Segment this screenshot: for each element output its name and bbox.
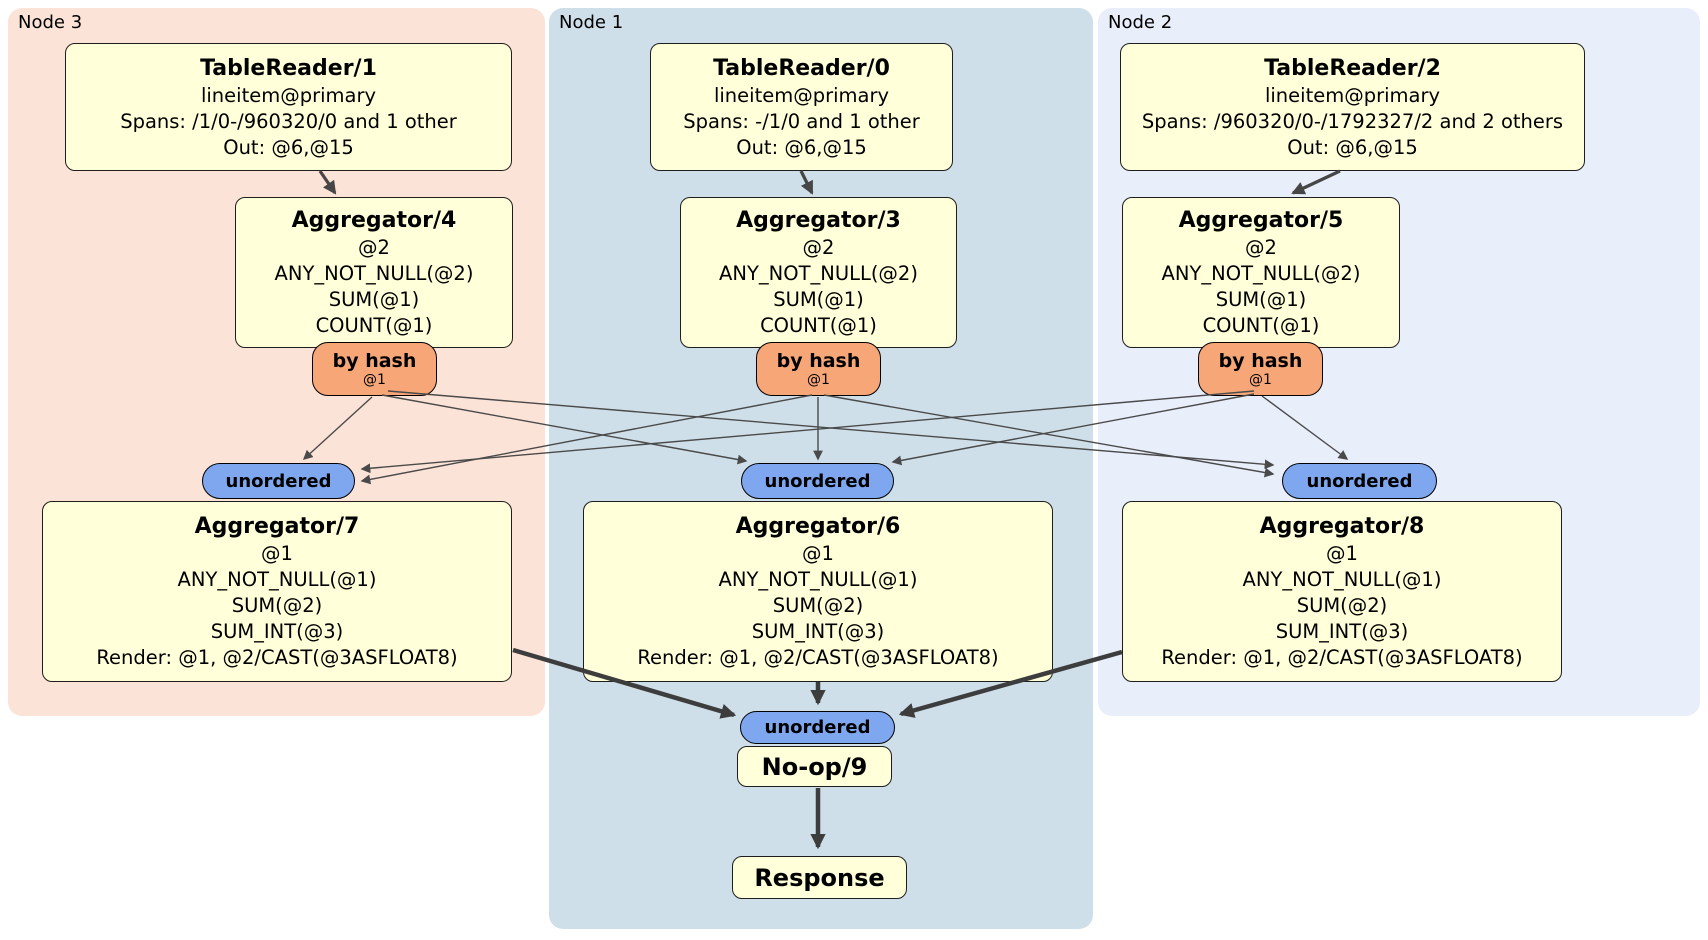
processor-detail-line: ANY_NOT_NULL(@1) <box>718 568 918 591</box>
processor-detail-line: COUNT(@1) <box>315 314 433 337</box>
processor-title: Aggregator/3 <box>736 208 901 233</box>
processor-aggregator-3: Aggregator/3 @2 ANY_NOT_NULL(@2) SUM(@1)… <box>680 197 957 348</box>
processor-detail-line: @1 <box>802 542 834 565</box>
processor-detail-line: Render: @1, @2/CAST(@3ASFLOAT8) <box>96 646 458 669</box>
processor-detail-line: SUM_INT(@3) <box>1275 620 1409 643</box>
router-by-hash-node3: by hash @1 <box>312 342 437 396</box>
processor-tablereader-1: TableReader/1 lineitem@primary Spans: /1… <box>65 43 512 171</box>
processor-response: Response <box>732 856 907 899</box>
processor-detail-line: @1 <box>1326 542 1358 565</box>
processor-detail-line: @1 <box>261 542 293 565</box>
processor-detail-line: SUM(@1) <box>1215 288 1307 311</box>
node3-region-label: Node 3 <box>18 12 83 33</box>
by-hash-stream-key: @1 <box>1249 371 1272 388</box>
processor-title: Aggregator/7 <box>194 514 360 539</box>
processor-detail-line: COUNT(@1) <box>1202 314 1320 337</box>
processor-detail-line: ANY_NOT_NULL(@1) <box>177 568 377 591</box>
router-by-hash-node1: by hash @1 <box>756 342 881 396</box>
processor-detail-line: @2 <box>1245 236 1277 259</box>
processor-title: Aggregator/6 <box>735 514 901 539</box>
processor-detail-line: SUM(@1) <box>773 288 864 311</box>
processor-tablereader-0: TableReader/0 lineitem@primary Spans: -/… <box>650 43 953 171</box>
processor-title: No-op/9 <box>761 752 868 781</box>
router-by-hash-node2: by hash @1 <box>1198 342 1323 396</box>
processor-title: Response <box>754 863 885 892</box>
processor-detail-line: ANY_NOT_NULL(@2) <box>274 262 474 285</box>
processor-detail-line: Spans: /960320/0-/1792327/2 and 2 others <box>1141 109 1564 133</box>
processor-tablereader-2: TableReader/2 lineitem@primary Spans: /9… <box>1120 43 1585 171</box>
processor-detail-line: SUM(@2) <box>231 594 323 617</box>
processor-detail-line: @2 <box>358 236 390 259</box>
processor-aggregator-8: Aggregator/8 @1 ANY_NOT_NULL(@1) SUM(@2)… <box>1122 501 1562 682</box>
processor-detail-line: @2 <box>802 236 835 259</box>
processor-title: TableReader/0 <box>713 55 890 81</box>
processor-title: Aggregator/8 <box>1259 514 1425 539</box>
processor-detail-line: Render: @1, @2/CAST(@3ASFLOAT8) <box>1161 646 1523 669</box>
sync-unordered-final: unordered <box>740 711 895 744</box>
processor-detail-line: Out: @6,@15 <box>736 135 867 159</box>
sync-unordered-node2: unordered <box>1282 463 1437 499</box>
processor-title: TableReader/1 <box>200 55 377 81</box>
processor-detail-line: SUM(@2) <box>1296 594 1388 617</box>
processor-detail-line: SUM_INT(@3) <box>751 620 885 643</box>
processor-detail-line: Spans: /1/0-/960320/0 and 1 other <box>120 109 457 133</box>
processor-detail-line: lineitem@primary <box>713 83 890 107</box>
node2-region-label: Node 2 <box>1108 12 1173 33</box>
processor-detail-line: Out: @6,@15 <box>1287 135 1418 159</box>
processor-detail-line: ANY_NOT_NULL(@2) <box>719 262 918 285</box>
processor-aggregator-7: Aggregator/7 @1 ANY_NOT_NULL(@1) SUM(@2)… <box>42 501 512 682</box>
processor-detail-line: ANY_NOT_NULL(@1) <box>1242 568 1442 591</box>
processor-detail-line: lineitem@primary <box>200 83 377 107</box>
processor-detail-line: SUM(@2) <box>772 594 864 617</box>
node1-region-label: Node 1 <box>559 12 624 33</box>
by-hash-label: by hash <box>1218 349 1303 372</box>
processor-detail-line: SUM_INT(@3) <box>210 620 344 643</box>
processor-title: Aggregator/4 <box>291 208 457 233</box>
processor-detail-line: COUNT(@1) <box>760 314 877 337</box>
processor-title: Aggregator/5 <box>1178 208 1344 233</box>
processor-detail-line: Out: @6,@15 <box>223 135 354 159</box>
processor-detail-line: ANY_NOT_NULL(@2) <box>1161 262 1361 285</box>
processor-title: TableReader/2 <box>1264 55 1441 81</box>
processor-noop-9: No-op/9 <box>737 746 892 787</box>
processor-detail-line: Spans: -/1/0 and 1 other <box>683 109 920 133</box>
by-hash-stream-key: @1 <box>807 371 830 388</box>
processor-detail-line: Render: @1, @2/CAST(@3ASFLOAT8) <box>637 646 999 669</box>
sync-unordered-node1: unordered <box>741 463 894 499</box>
by-hash-label: by hash <box>332 349 417 372</box>
processor-aggregator-6: Aggregator/6 @1 ANY_NOT_NULL(@1) SUM(@2)… <box>583 501 1053 682</box>
by-hash-label: by hash <box>776 349 861 372</box>
by-hash-stream-key: @1 <box>363 371 386 388</box>
processor-aggregator-5: Aggregator/5 @2 ANY_NOT_NULL(@2) SUM(@1)… <box>1122 197 1400 348</box>
processor-detail-line: SUM(@1) <box>328 288 420 311</box>
processor-aggregator-4: Aggregator/4 @2 ANY_NOT_NULL(@2) SUM(@1)… <box>235 197 513 348</box>
processor-detail-line: lineitem@primary <box>1264 83 1441 107</box>
sync-unordered-node3: unordered <box>202 463 355 499</box>
